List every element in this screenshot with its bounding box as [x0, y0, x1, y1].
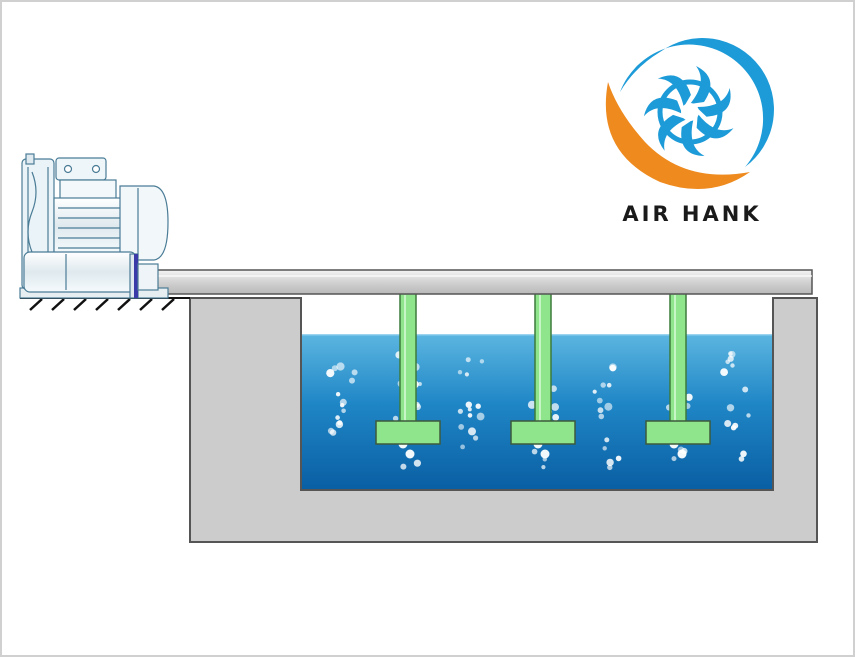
- bubble: [728, 351, 733, 356]
- bubble: [740, 450, 747, 458]
- bubble: [685, 393, 693, 401]
- bubble: [732, 422, 739, 429]
- bubble: [476, 412, 485, 421]
- bubble: [475, 403, 481, 409]
- bubble: [335, 415, 340, 420]
- bubble: [413, 459, 421, 467]
- bubble: [468, 427, 476, 436]
- bubble: [331, 365, 338, 372]
- bubble: [606, 382, 612, 388]
- bubble: [720, 368, 728, 376]
- bubble: [551, 403, 559, 411]
- bubble: [351, 369, 358, 376]
- tank: [189, 297, 818, 543]
- bubble: [467, 413, 473, 418]
- bubble: [392, 415, 399, 422]
- tank-wall: [189, 297, 818, 543]
- bubble: [742, 386, 749, 393]
- bubble: [531, 448, 538, 455]
- bubble: [724, 420, 732, 427]
- bubble: [609, 364, 617, 372]
- bubble: [600, 382, 606, 388]
- bubble: [349, 377, 355, 384]
- bubble: [467, 407, 472, 412]
- bubble: [479, 359, 485, 364]
- bubble: [464, 372, 469, 377]
- bubble: [738, 456, 745, 462]
- bubble: [592, 389, 597, 394]
- bubble: [604, 437, 610, 443]
- bubble: [336, 362, 345, 371]
- bubble: [335, 392, 341, 397]
- bubble: [400, 463, 407, 470]
- bubble: [540, 449, 550, 459]
- bubble: [725, 359, 730, 365]
- bubble: [606, 458, 614, 467]
- bubble: [597, 407, 604, 414]
- bubble: [335, 420, 344, 429]
- bubble: [457, 408, 463, 414]
- main-air-pipe: [151, 269, 813, 295]
- bubble: [417, 382, 422, 386]
- bubble: [671, 456, 677, 462]
- bubble: [607, 464, 613, 471]
- bubble: [596, 397, 603, 404]
- bubble: [339, 398, 347, 406]
- bubble: [329, 429, 337, 436]
- bubble: [460, 444, 465, 450]
- bubble: [465, 401, 472, 408]
- diffuser-2: [510, 292, 576, 445]
- regenerative-blower-icon: [19, 153, 169, 299]
- turbine-swirl-icon: [605, 38, 774, 190]
- bubble: [473, 435, 479, 441]
- bubble: [746, 413, 751, 418]
- bubble: [550, 385, 557, 393]
- ground-hatch: [20, 297, 190, 311]
- bubble: [730, 363, 735, 368]
- diffuser-3: [645, 292, 711, 445]
- bubble: [677, 449, 687, 459]
- bubble: [726, 404, 735, 412]
- bubble: [552, 414, 560, 421]
- bubble: [527, 400, 537, 409]
- brand-name: AIR HANK: [622, 202, 762, 226]
- bubble: [465, 357, 471, 363]
- bubble: [405, 449, 415, 459]
- bubble: [326, 369, 335, 378]
- bubble: [541, 465, 546, 470]
- bubble: [341, 408, 346, 414]
- bubble: [615, 455, 622, 462]
- bubble: [602, 446, 607, 451]
- bubble: [458, 424, 465, 430]
- bubble: [604, 402, 613, 411]
- bubble: [598, 413, 605, 420]
- bubble: [457, 370, 463, 375]
